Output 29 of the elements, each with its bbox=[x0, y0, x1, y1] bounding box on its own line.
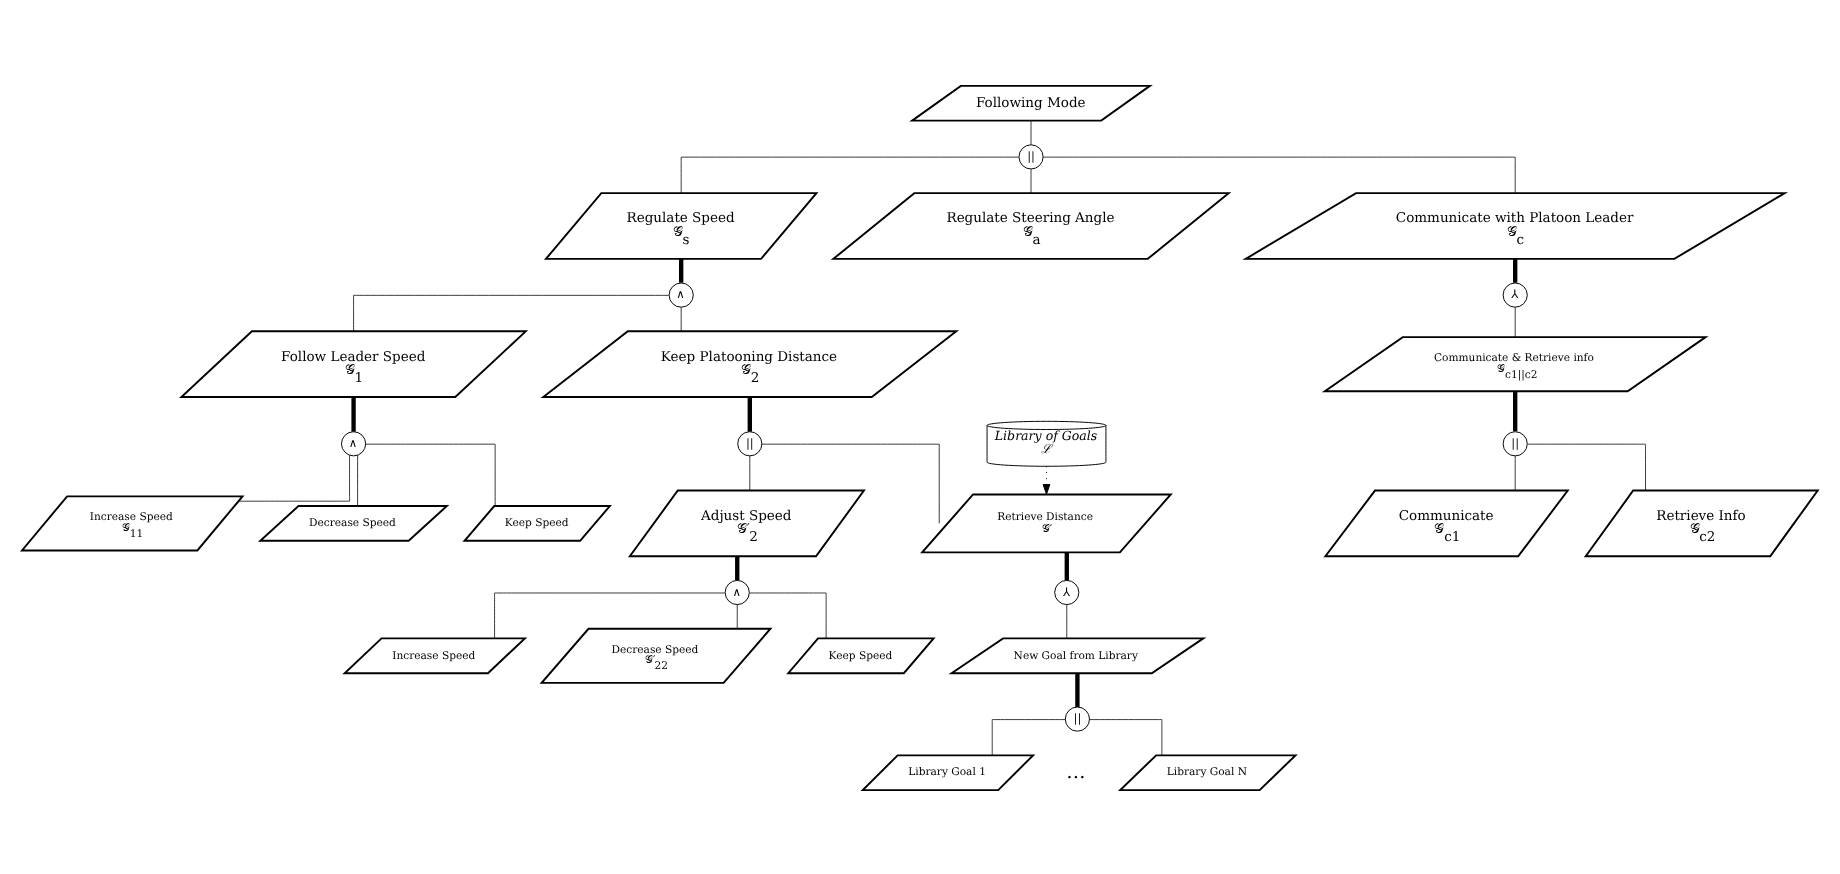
connector bbox=[680, 306, 682, 331]
connector bbox=[735, 555, 740, 580]
connector bbox=[736, 603, 738, 629]
label: … bbox=[1066, 760, 1086, 783]
connector bbox=[1075, 672, 1080, 706]
connector bbox=[1066, 603, 1068, 638]
connector bbox=[679, 257, 684, 282]
connector bbox=[1527, 442, 1646, 490]
connector bbox=[1513, 390, 1518, 431]
connector bbox=[1064, 551, 1069, 580]
connector bbox=[351, 396, 356, 431]
connector bbox=[1030, 167, 1032, 193]
connector bbox=[747, 396, 752, 431]
connector bbox=[357, 453, 358, 506]
connector bbox=[761, 442, 940, 523]
connector bbox=[238, 454, 350, 501]
connector bbox=[1514, 454, 1516, 490]
connector bbox=[353, 293, 670, 331]
connector bbox=[1513, 257, 1518, 282]
connector bbox=[1089, 718, 1163, 755]
connector bbox=[1030, 119, 1032, 145]
connector bbox=[1514, 306, 1516, 337]
connector bbox=[680, 155, 1019, 193]
connector bbox=[1042, 155, 1516, 193]
connector bbox=[991, 718, 1066, 755]
connector bbox=[494, 591, 726, 638]
connector bbox=[749, 454, 751, 490]
connector bbox=[749, 591, 827, 638]
connector bbox=[365, 442, 496, 506]
